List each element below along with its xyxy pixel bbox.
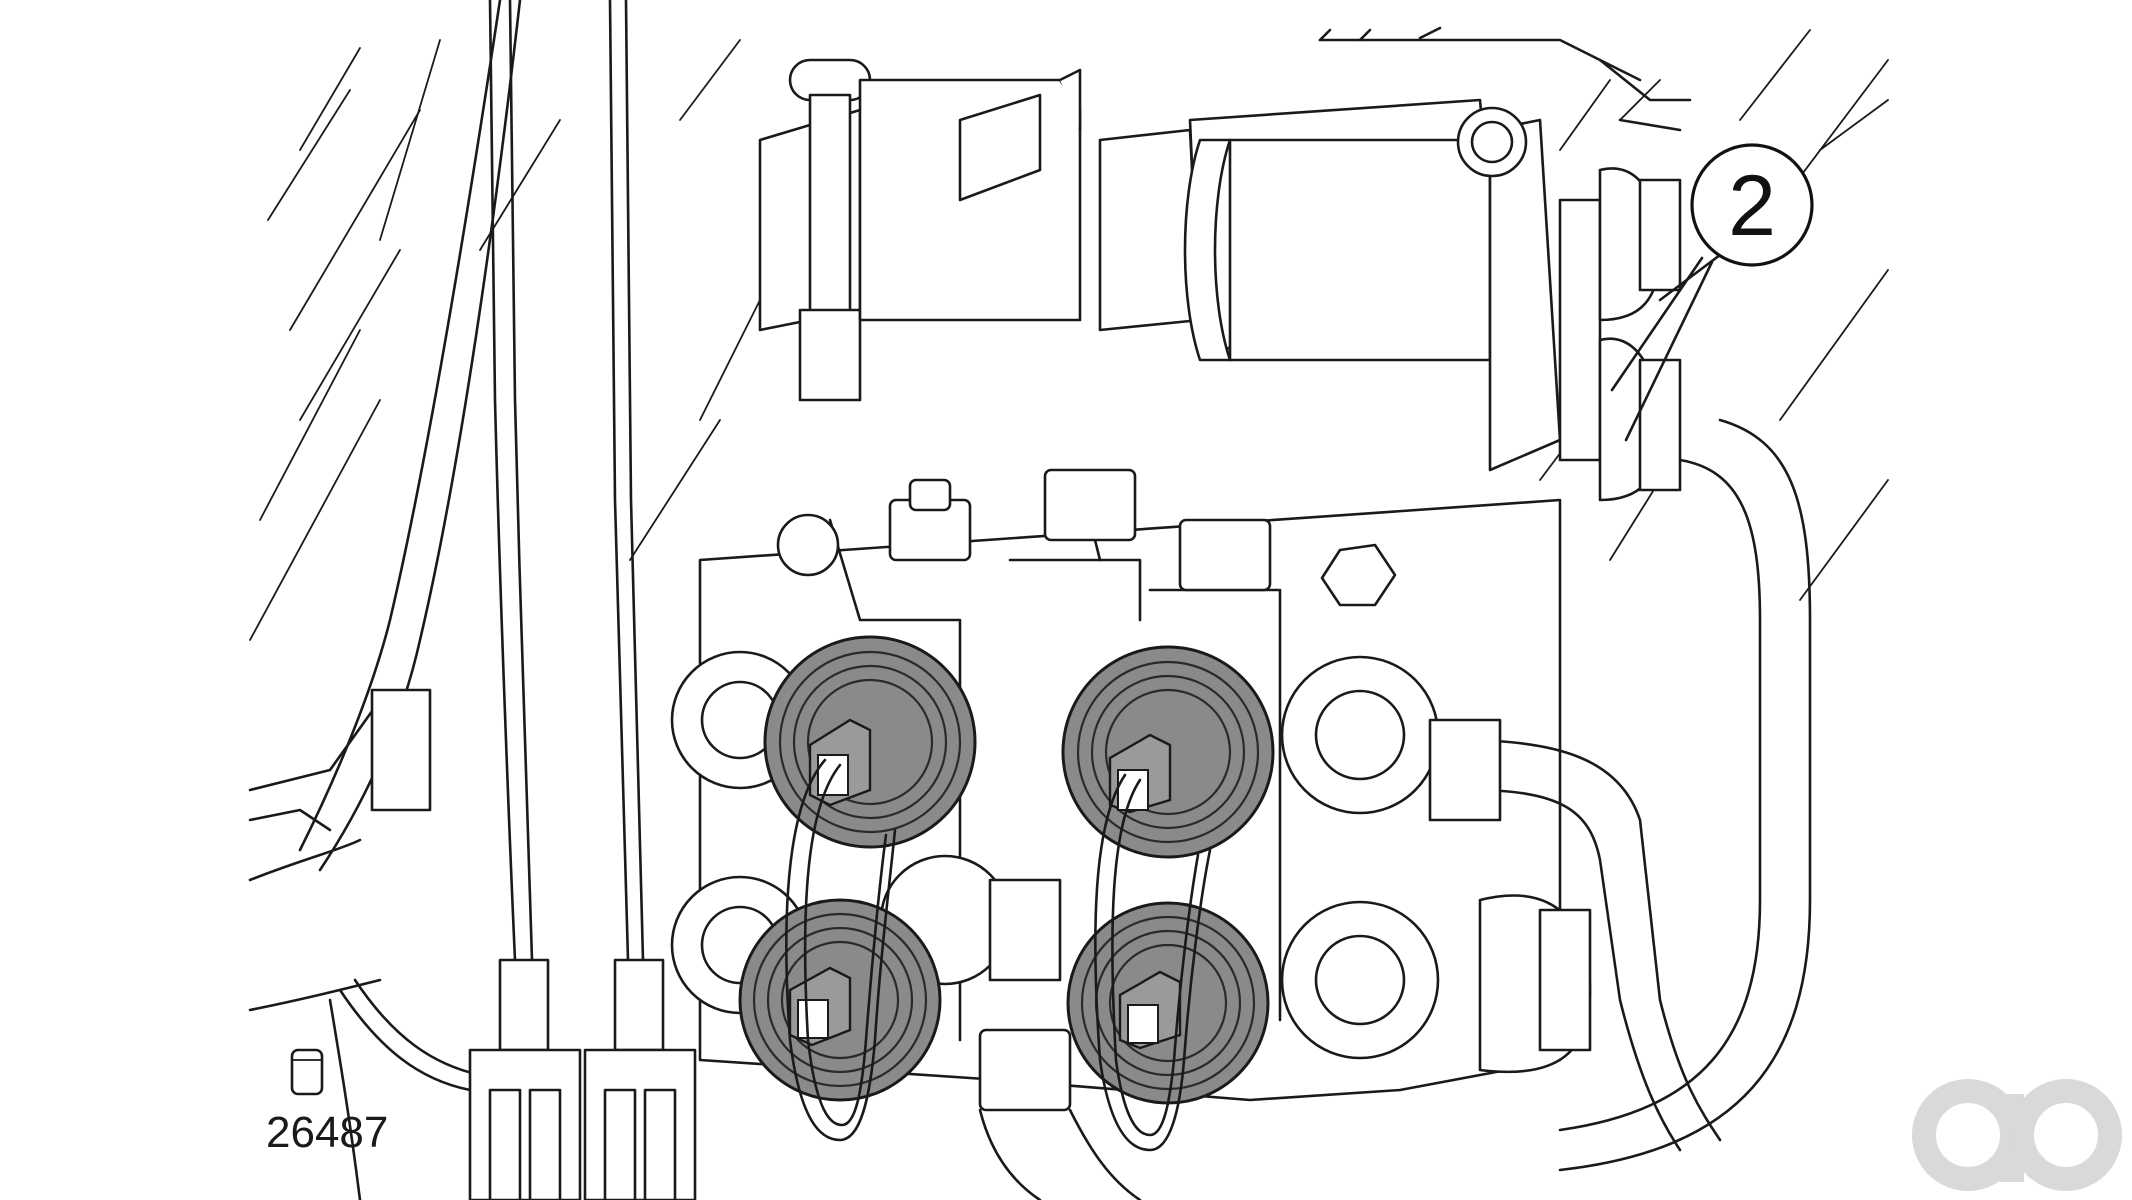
hatching-left bbox=[249, 39, 761, 641]
valve-top-bolts bbox=[776, 468, 1397, 607]
bottom-left-bolt bbox=[290, 1048, 324, 1096]
hatching-right bbox=[1539, 29, 1889, 601]
left-pillar bbox=[248, 0, 522, 1200]
hose-pipes bbox=[1428, 418, 1812, 1172]
connector-cap-upper-left bbox=[763, 635, 977, 849]
lower-right-fitting bbox=[1478, 894, 1592, 1074]
callout-2-label: 2 bbox=[1728, 158, 1776, 254]
upper-solenoid-assembly bbox=[758, 26, 1692, 502]
right-ports bbox=[879, 655, 1440, 1060]
connector-wire-loops bbox=[785, 758, 1212, 1152]
connector-cap-lower-left bbox=[738, 898, 942, 1102]
central-fitting bbox=[978, 878, 1142, 1200]
connector-cap-lower-right bbox=[1066, 901, 1270, 1105]
callout-2: 2 bbox=[1690, 143, 1814, 267]
cables-left bbox=[338, 0, 645, 1092]
connector-cap-upper-right bbox=[1061, 645, 1275, 859]
callout-leaders bbox=[1610, 253, 1722, 442]
figure-number: 26487 bbox=[266, 1108, 389, 1157]
ao-logo-icon bbox=[1912, 1079, 2122, 1191]
cable-connectors bbox=[468, 958, 697, 1200]
